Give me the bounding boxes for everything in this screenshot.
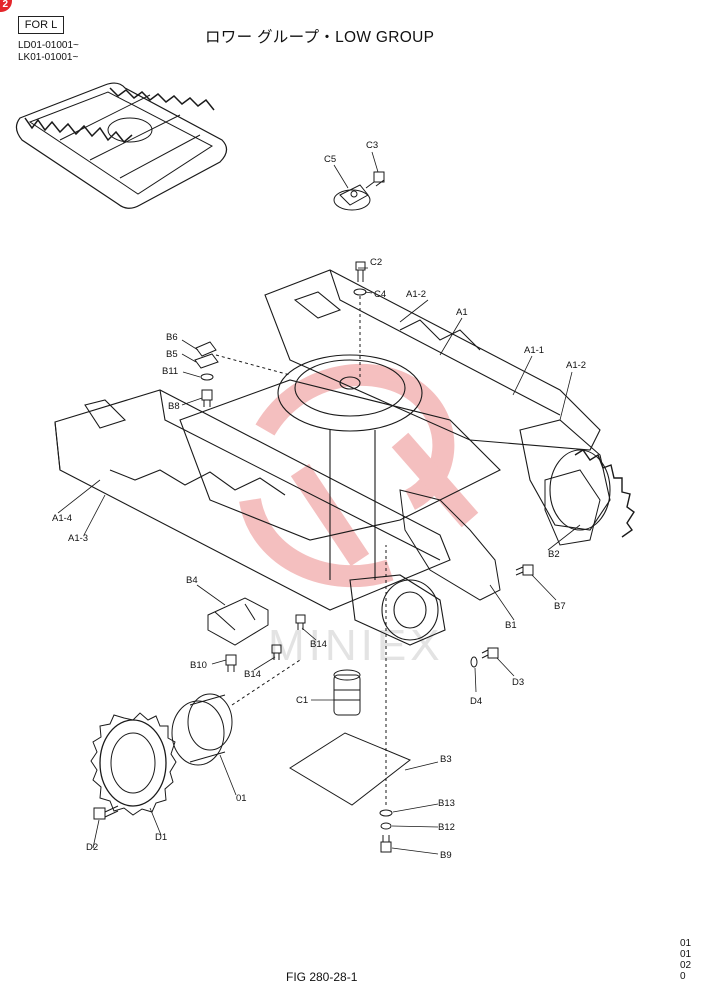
- page-code-1: 01: [680, 938, 692, 949]
- page-code-2: 01: [680, 949, 692, 960]
- label-b6: B6: [166, 332, 178, 343]
- label-b10: B10: [190, 660, 207, 671]
- label-b5: B5: [166, 349, 178, 360]
- clip-b5: [194, 353, 219, 369]
- label-b3: B3: [440, 754, 452, 765]
- bolt-c3: [365, 171, 385, 189]
- label-b11: B11: [162, 366, 178, 377]
- label-c1: C1: [296, 695, 308, 706]
- label-b1: B1: [505, 620, 517, 631]
- sprocket-d1: [90, 712, 177, 816]
- label-c2: C2: [370, 257, 382, 268]
- travel-motor-01: [171, 659, 301, 766]
- idler-teeth: [574, 449, 635, 538]
- label-c5: C5: [324, 154, 336, 165]
- washer-b13: [379, 809, 393, 817]
- for-model-box: FOR L: [18, 16, 64, 34]
- watermark-logo: [239, 363, 479, 588]
- label-a1-1: A1-1: [524, 345, 544, 356]
- figure-number: FIG 280-28-1: [286, 970, 358, 984]
- washer-c4: [353, 288, 367, 296]
- bolt-b9: [380, 835, 392, 853]
- washer-d4: [470, 656, 478, 668]
- bracket-b4: [207, 597, 269, 646]
- label-a1-2-right: A1-2: [566, 360, 586, 371]
- label-d4: D4: [470, 696, 482, 707]
- swivel-joint-c1: [333, 669, 361, 716]
- washer-b11: [200, 373, 214, 381]
- page-title: ロワー グループ・LOW GROUP: [205, 29, 435, 46]
- clip-b6: [195, 341, 217, 357]
- swing-bearing-ring: [277, 354, 423, 432]
- label-b4: B4: [186, 575, 198, 586]
- label-b14-right: B14: [310, 639, 327, 650]
- label-a1-4: A1-4: [52, 513, 72, 524]
- label-d1: D1: [155, 832, 167, 843]
- watermark-text: MINIEX: [268, 621, 444, 670]
- bolt-c2: [355, 261, 366, 282]
- page-code-4: 0: [680, 971, 686, 982]
- serial-range-2: LK01-01001~: [18, 52, 79, 63]
- label-b8: B8: [168, 401, 180, 412]
- part-labels: C5 C3 C2 C4 A1-2 A1 A1-1 A1-2 B6 B5 B11 …: [52, 140, 586, 861]
- label-01: 01: [236, 793, 247, 804]
- label-d2: D2: [86, 842, 98, 853]
- label-c4: C4: [374, 289, 386, 300]
- page-code-3: 02: [680, 960, 692, 971]
- label-b9: B9: [440, 850, 452, 861]
- label-b12: B12: [438, 822, 455, 833]
- label-b7: B7: [554, 601, 566, 612]
- bolt-b7: [515, 564, 534, 576]
- track-frame-a1: [54, 269, 611, 646]
- bolt-b8: [201, 389, 213, 407]
- label-c3: C3: [366, 140, 378, 151]
- label-b2: B2: [548, 549, 560, 560]
- crawler-thumbnail: [15, 82, 228, 209]
- under-cover-b3: [289, 732, 411, 806]
- bolt-d3: [481, 647, 499, 659]
- label-a1: A1: [456, 307, 468, 318]
- label-d3: D3: [512, 677, 524, 688]
- bolt-b14-left: [271, 644, 282, 660]
- label-b13: B13: [438, 798, 455, 809]
- serial-range-1: LD01-01001~: [18, 40, 79, 51]
- cover-b1: [399, 489, 501, 601]
- washer-b12: [380, 822, 392, 830]
- bolt-d2: [93, 805, 119, 820]
- label-a1-2-top: A1-2: [406, 289, 426, 300]
- page-codes: 01 01 02 0: [680, 938, 691, 982]
- label-a1-3: A1-3: [68, 533, 88, 544]
- leader-lines: [57, 151, 581, 855]
- bolt-b10: [225, 654, 237, 672]
- plate-b2: [544, 469, 601, 546]
- cover-bracket-c5: [333, 184, 371, 211]
- label-b14-left: B14: [244, 669, 261, 680]
